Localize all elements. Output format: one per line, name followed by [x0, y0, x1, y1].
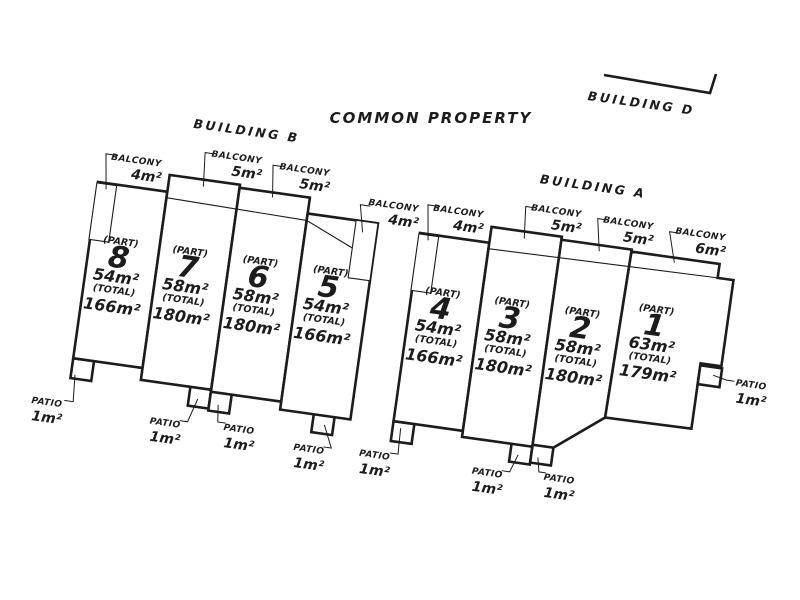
leader-line	[501, 454, 519, 473]
unit-8-part-label: (PART)	[102, 234, 139, 250]
leader-line	[272, 164, 283, 198]
balcony-strip-line	[488, 248, 718, 279]
leader-line	[523, 205, 535, 239]
leader-line	[105, 153, 118, 190]
patio-area: 1m²	[543, 485, 576, 505]
unit-8-balcony-outline	[88, 182, 118, 243]
unit-2-number: 2	[567, 310, 593, 348]
unit-4-patio-annotation: PATIO 1m²	[358, 428, 402, 481]
leader-line	[179, 398, 199, 423]
patio-area: 1m²	[358, 461, 391, 481]
building-b-plan: BUILDING B (PART) 8 54m² (TOTAL) 166m² (…	[30, 116, 420, 475]
patio-area: 1m²	[149, 429, 182, 449]
patio-area: 1m²	[292, 455, 325, 475]
unit-7-number: 7	[175, 249, 201, 287]
unit-2-patio-annotation: PATIO 1m²	[537, 457, 576, 505]
unit-3-part-label: (PART)	[494, 295, 531, 311]
patio-area: 1m²	[735, 391, 768, 411]
unit-2-part-label: (PART)	[564, 305, 601, 321]
patio-label: PATIO	[543, 473, 575, 487]
unit-6-part-label: (PART)	[242, 254, 279, 270]
leader-line	[64, 374, 76, 403]
patio-label: PATIO	[358, 449, 390, 463]
building-a-title: BUILDING A	[539, 171, 647, 201]
unit-3-patio-annotation: PATIO 1m²	[471, 454, 519, 499]
building-d-title: BUILDING D	[587, 88, 696, 118]
unit-1-number: 1	[642, 307, 668, 345]
balcony-area: 4m²	[129, 166, 163, 186]
balcony-area: 6m²	[694, 241, 727, 261]
unit-4-number: 4	[427, 290, 454, 328]
leader-line	[597, 218, 607, 252]
patio-label: PATIO	[471, 467, 503, 481]
unit-5-number: 5	[316, 269, 342, 307]
unit-5-patio-annotation: PATIO 1m²	[292, 424, 332, 475]
patio-area: 1m²	[30, 408, 63, 428]
unit-7-part-label: (PART)	[172, 244, 209, 260]
building-a-plan: BUILDING A (PART) 4 54m² (TOTAL) 166m² (…	[358, 171, 768, 505]
patio-area: 1m²	[223, 435, 256, 455]
leader-line	[427, 204, 440, 241]
balcony-area: 5m²	[298, 176, 331, 196]
unit-6-patio-annotation: PATIO 1m²	[217, 404, 256, 455]
leader-line	[202, 152, 215, 187]
leader-line	[390, 428, 402, 455]
patio-label: PATIO	[31, 396, 63, 410]
leader-line	[217, 404, 226, 424]
unit-8-patio-annotation: PATIO 1m²	[30, 374, 76, 428]
leader-line	[323, 424, 332, 449]
unit-6-number: 6	[245, 259, 271, 297]
unit-1-patio-annotation: PATIO 1m²	[712, 374, 768, 411]
patio-label: PATIO	[223, 423, 255, 437]
building-d: BUILDING D	[587, 73, 718, 118]
patio-label: PATIO	[149, 417, 181, 431]
balcony-area: 4m²	[386, 212, 420, 232]
balcony-area: 5m²	[550, 217, 583, 237]
patio-area: 1m²	[471, 479, 504, 499]
unit-4-part-label: (PART)	[424, 285, 461, 301]
common-property-label: COMMON PROPERTY	[330, 109, 533, 127]
leader-line	[712, 374, 735, 382]
patio-label: PATIO	[735, 378, 767, 392]
balcony-area: 5m²	[230, 164, 263, 184]
unit-7-patio-annotation: PATIO 1m²	[149, 398, 199, 449]
balcony-strip-line	[166, 197, 353, 249]
unit-5-balcony-outline	[347, 219, 379, 282]
unit-5-part-label: (PART)	[312, 264, 349, 280]
unit-1-part-label: (PART)	[638, 302, 675, 318]
leader-line	[669, 231, 679, 263]
unit-1-outline	[603, 250, 735, 431]
leader-line	[537, 457, 546, 474]
balcony-area: 5m²	[622, 229, 655, 249]
unit-8-number: 8	[106, 239, 132, 277]
building-d-outline	[603, 73, 718, 95]
patio-label: PATIO	[293, 443, 325, 457]
building-b-title: BUILDING B	[193, 116, 301, 146]
unit-5-labels: (PART) 5 54m² (TOTAL) 166m²	[292, 264, 351, 350]
unit-3-number: 3	[497, 300, 523, 338]
leader-line	[359, 204, 371, 233]
unit-2-outline	[531, 238, 634, 450]
unit-2-labels: (PART) 2 58m² (TOTAL) 180m²	[544, 305, 603, 391]
balcony-area: 4m²	[451, 217, 485, 237]
unit-6-labels: (PART) 6 58m² (TOTAL) 180m²	[222, 254, 281, 340]
unit-4-balcony-outline	[410, 233, 440, 294]
unit-4-labels: (PART) 4 54m² (TOTAL) 166m²	[404, 285, 463, 371]
unit-1-patio-tab	[696, 363, 724, 389]
